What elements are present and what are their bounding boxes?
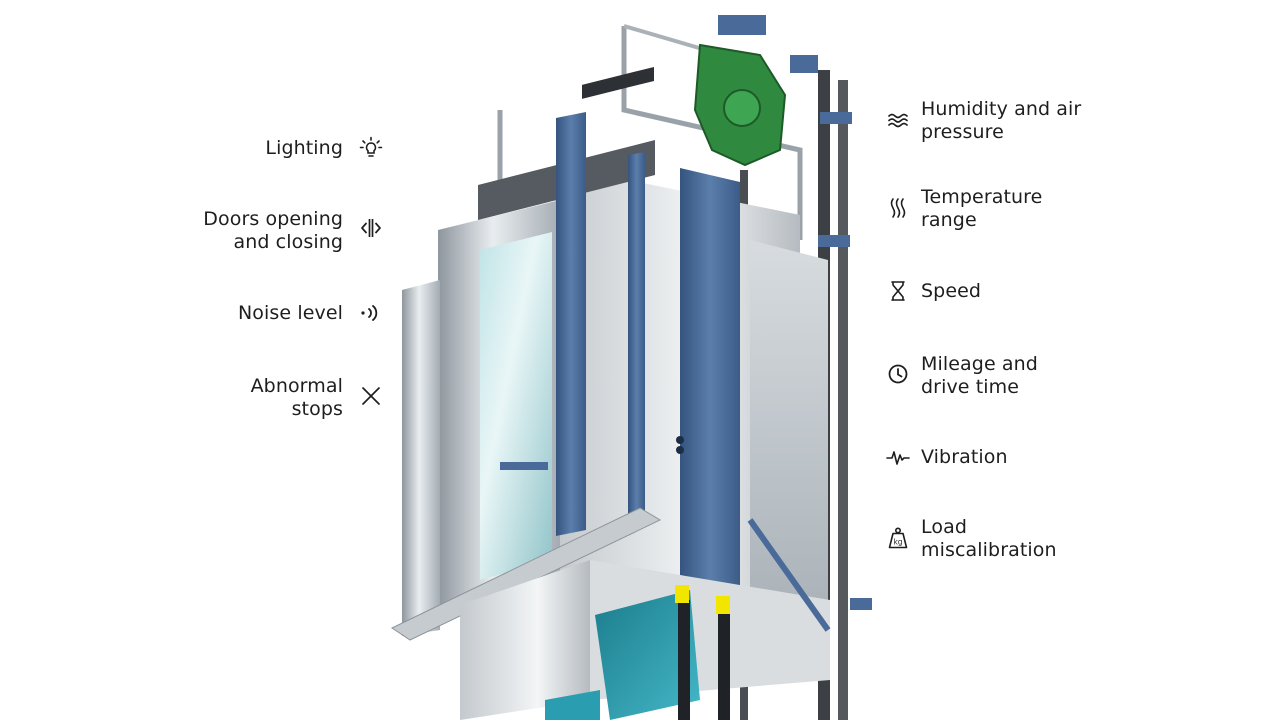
rail-bracket-2 (850, 598, 872, 610)
feature-label-temperature: Temperature range (921, 186, 1042, 232)
motor-bracket (718, 15, 766, 35)
x-icon (359, 384, 383, 408)
rope-2 (718, 610, 730, 720)
car-right-wall (750, 240, 828, 640)
chassis-bottom-2 (545, 690, 600, 720)
door-handle (500, 462, 548, 470)
chassis-bottom (595, 590, 700, 720)
feature-text: range (921, 209, 977, 231)
feature-label-vibration: Vibration (921, 446, 1008, 469)
counterweight-panel (680, 168, 740, 590)
feature-label-mileage: Mileage and drive time (921, 353, 1038, 399)
hourglass-icon (886, 279, 910, 303)
feature-text: Humidity and air (921, 98, 1082, 120)
feature-text: Speed (921, 280, 982, 302)
feature-text: Mileage and (921, 353, 1038, 375)
feature-label-speed: Speed (921, 280, 981, 303)
door-post-blue (556, 112, 586, 536)
rope-clip-2 (716, 596, 730, 614)
lightbulb-icon (359, 136, 383, 160)
feature-text: Lighting (265, 137, 343, 159)
feature-text: Noise level (237, 302, 343, 324)
feature-label-lighting: Lighting (265, 137, 343, 160)
door-header-top (582, 66, 654, 99)
car-glass (480, 232, 552, 580)
rope-clip-1 (675, 585, 689, 603)
guide-rail-right-2 (838, 80, 848, 720)
rope-1 (678, 600, 690, 720)
feature-text: stops (291, 398, 343, 420)
heat-icon (886, 196, 910, 220)
waves-icon (886, 108, 910, 132)
pulse-icon (886, 446, 910, 470)
feature-text: Doors opening (203, 208, 343, 230)
rail-bracket-1 (818, 235, 850, 247)
feature-text: Abnormal (250, 375, 343, 397)
door-panel-left (402, 280, 440, 636)
weight-icon-text: kg (893, 538, 902, 547)
feature-text: Load (921, 516, 967, 538)
feature-text: miscalibration (921, 539, 1057, 561)
feature-text: Temperature (921, 186, 1043, 208)
sound-icon (359, 301, 383, 325)
car-apron (460, 560, 590, 720)
panel-hole (676, 436, 684, 444)
motor-hub (723, 89, 761, 127)
rail-bracket-3 (820, 112, 852, 124)
door-post-blue-2 (628, 152, 645, 524)
feature-label-noise: Noise level (238, 302, 343, 325)
feature-label-humidity: Humidity and air pressure (921, 98, 1081, 144)
feature-text: drive time (921, 376, 1020, 398)
feature-label-load: Load miscalibration (921, 516, 1057, 562)
feature-text: Vibration (921, 446, 1008, 468)
feature-label-doors: Doors opening and closing (203, 208, 343, 254)
feature-label-abnormal-stops: Abnormal stops (251, 375, 343, 421)
panel-hole-2 (676, 446, 684, 454)
clock-icon (886, 362, 910, 386)
weight-icon: kg (886, 526, 910, 550)
doors-icon (359, 216, 383, 240)
brace (747, 518, 831, 632)
feature-text: and closing (233, 231, 343, 253)
feature-text: pressure (921, 121, 1004, 143)
motor-bracket-2 (790, 55, 818, 73)
car-sill (390, 507, 662, 641)
